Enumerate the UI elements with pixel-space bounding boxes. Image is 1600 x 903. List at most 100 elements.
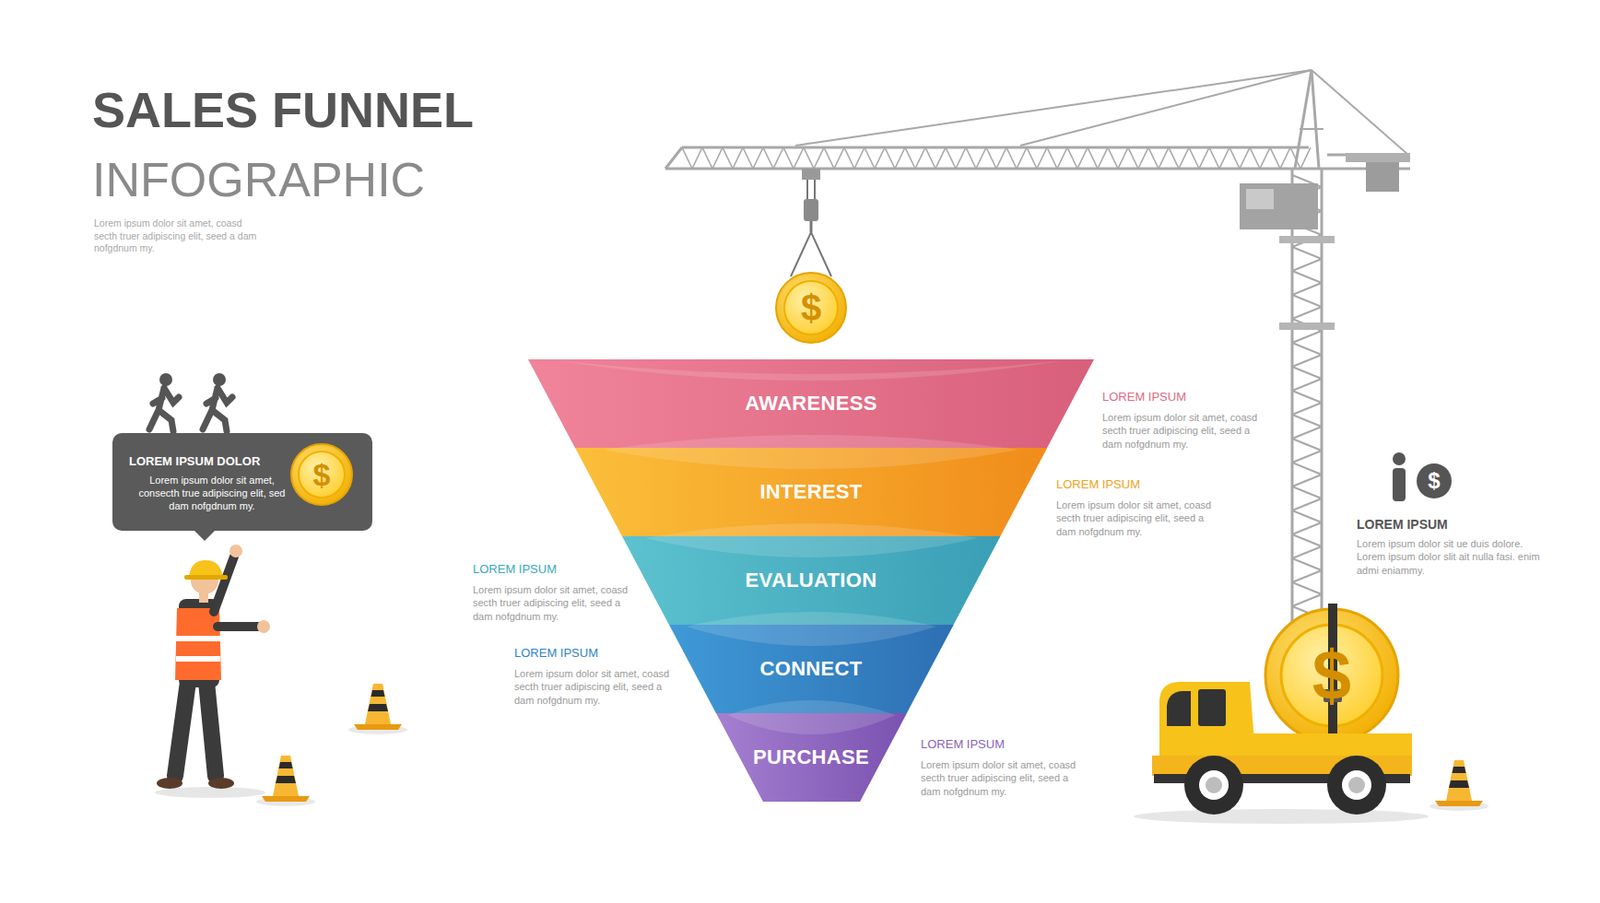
funnel-band: EVALUATION bbox=[622, 536, 1000, 625]
callout-pointer bbox=[193, 529, 216, 542]
note-heading: LOREM IPSUM bbox=[1056, 477, 1141, 494]
tower-crane bbox=[1292, 438, 1322, 451]
tower-crane bbox=[793, 147, 804, 169]
band-highlight bbox=[603, 435, 1020, 470]
tower-crane bbox=[1292, 390, 1322, 403]
note-body: Lorem ipsum dolor sit amet, coasd secth … bbox=[1102, 411, 1269, 451]
tower-crane bbox=[1148, 147, 1159, 169]
note-body: Lorem ipsum dolor sit amet, coasd secth … bbox=[1056, 498, 1223, 539]
tower-crane bbox=[1188, 147, 1200, 169]
worker-figure bbox=[208, 777, 235, 789]
title: SALES FUNNEL bbox=[92, 81, 474, 139]
callout-heading: LOREM IPSUM DOLOR bbox=[129, 453, 295, 470]
band-highlight bbox=[644, 523, 977, 558]
people-icon bbox=[159, 373, 173, 387]
tower-crane bbox=[996, 147, 1007, 169]
tower-crane bbox=[1290, 147, 1301, 169]
tower-crane bbox=[976, 147, 987, 169]
note-heading: LOREM IPSUM bbox=[920, 737, 1005, 753]
funnel-band: AWARENESS bbox=[528, 359, 1095, 448]
tower-crane bbox=[763, 147, 774, 169]
tower-crane bbox=[1158, 147, 1169, 169]
subtitle: INFOGRAPHIC bbox=[92, 149, 425, 212]
tower-crane bbox=[1292, 570, 1322, 583]
tower-crane bbox=[945, 147, 956, 169]
tower-crane bbox=[803, 147, 814, 169]
tower-crane bbox=[986, 147, 997, 169]
tower-crane bbox=[790, 232, 832, 277]
note-heading: LOREM IPSUM bbox=[1356, 516, 1448, 533]
tower-crane bbox=[1047, 147, 1058, 169]
tower-crane bbox=[1292, 594, 1322, 607]
tower-crane bbox=[1168, 147, 1179, 169]
tower-crane bbox=[925, 147, 936, 169]
tower-crane bbox=[1107, 147, 1118, 169]
tower-crane bbox=[965, 147, 977, 169]
tower-crane bbox=[1292, 270, 1322, 283]
tower-crane bbox=[935, 147, 946, 169]
tower-crane bbox=[810, 221, 813, 233]
tower-crane bbox=[1249, 147, 1260, 169]
tower-crane bbox=[1292, 258, 1322, 271]
stage-label: AWARENESS bbox=[744, 391, 877, 416]
tower-crane bbox=[1292, 247, 1322, 259]
tower-crane bbox=[813, 147, 824, 169]
tower-crane bbox=[894, 147, 906, 169]
worker-figure bbox=[175, 608, 222, 681]
truck bbox=[1327, 755, 1387, 815]
stage-label: PURCHASE bbox=[752, 745, 870, 770]
worker-figure bbox=[184, 575, 228, 580]
tower-crane bbox=[806, 179, 809, 201]
person-dollar-icon bbox=[1392, 468, 1406, 502]
tower-crane bbox=[1117, 147, 1129, 169]
note-body: Lorem ipsum dolor sit amet, coasd secth … bbox=[94, 217, 260, 256]
tower-crane bbox=[1280, 147, 1291, 169]
tower-crane bbox=[665, 147, 683, 169]
tower-crane bbox=[742, 147, 753, 169]
callout-body: Lorem ipsum dolor sit amet, consecth tru… bbox=[129, 473, 295, 513]
tower-crane bbox=[1128, 147, 1139, 169]
tower-crane bbox=[1219, 147, 1230, 169]
tower-crane bbox=[823, 147, 835, 169]
tower-crane bbox=[1292, 546, 1322, 559]
tower-crane bbox=[844, 147, 855, 169]
worker-figure bbox=[206, 682, 216, 777]
funnel-band: INTEREST bbox=[575, 447, 1048, 537]
tower-crane bbox=[1239, 183, 1318, 230]
tower-crane bbox=[1178, 147, 1189, 169]
tower-crane bbox=[773, 147, 784, 169]
truck bbox=[1159, 682, 1256, 756]
worker-figure bbox=[217, 622, 259, 632]
truck bbox=[1166, 691, 1191, 727]
truck bbox=[1133, 603, 1429, 824]
tower-crane bbox=[1006, 147, 1017, 169]
tower-crane bbox=[1300, 147, 1311, 169]
tower-crane bbox=[1292, 450, 1322, 463]
worker-figure bbox=[257, 620, 271, 634]
truck bbox=[1199, 770, 1229, 800]
tower-crane bbox=[1292, 306, 1322, 319]
tower-crane bbox=[732, 147, 743, 169]
illustration bbox=[256, 755, 316, 807]
truck bbox=[1205, 776, 1223, 794]
illustration bbox=[348, 683, 408, 735]
currency-symbol: $ bbox=[1378, 468, 1490, 495]
person-dollar-icon bbox=[1392, 452, 1452, 502]
tower-crane bbox=[1026, 147, 1037, 169]
tower-crane bbox=[1292, 294, 1322, 307]
tower-crane bbox=[1294, 70, 1312, 169]
truck bbox=[1198, 689, 1226, 727]
tower-crane bbox=[1292, 486, 1322, 499]
tower-crane bbox=[864, 147, 875, 169]
tower-crane bbox=[1199, 147, 1210, 169]
tower-crane bbox=[1311, 70, 1409, 155]
tower-crane bbox=[1138, 147, 1149, 169]
people-icon bbox=[202, 388, 233, 432]
tower-crane bbox=[712, 147, 723, 169]
people-icon bbox=[149, 388, 179, 432]
band-highlight bbox=[685, 611, 937, 647]
tower-crane bbox=[692, 147, 703, 169]
note-heading: LOREM IPSUM bbox=[514, 646, 599, 662]
tower-crane bbox=[1292, 582, 1322, 595]
tower-crane bbox=[702, 147, 713, 169]
